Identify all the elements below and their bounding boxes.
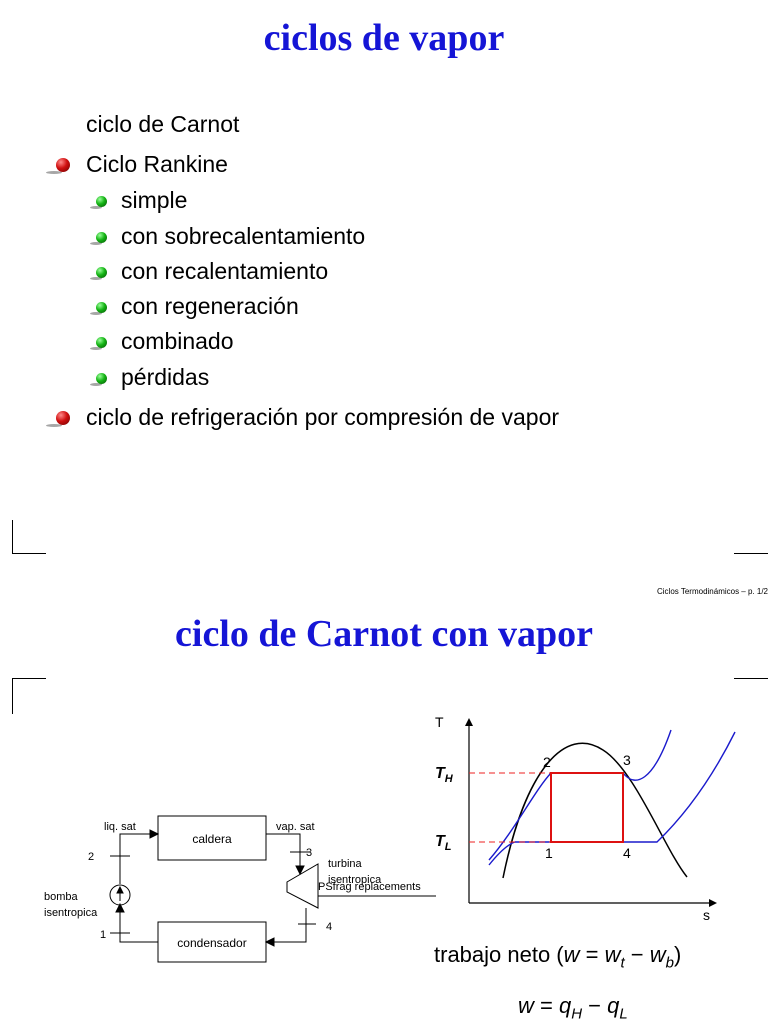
pump-sub-label: isentropica: [44, 907, 98, 919]
green-bullet-icon: [96, 232, 107, 243]
isobar-high: [488, 729, 672, 861]
ts-diagram: T s TH TL 2 3 1 4: [435, 714, 736, 923]
state-3-label: 3: [306, 847, 312, 859]
pump-label: bomba: [44, 891, 79, 903]
bullet-shadow: [46, 424, 62, 427]
state-2-label: 2: [88, 851, 94, 863]
slide1-footer: Ciclos Termodinámicos – p. 1/2: [656, 587, 768, 596]
cycle-schematic: caldera condensador liq. sat vap. sat tu…: [44, 815, 436, 963]
turbine-label: turbina: [328, 858, 363, 870]
y-axis-label: T: [435, 714, 444, 730]
bullet-shadow: [90, 312, 102, 315]
green-bullet-icon: [96, 337, 107, 348]
point-3-label: 3: [623, 752, 631, 768]
bullet-shadow: [90, 206, 102, 209]
th-label: TH: [435, 765, 454, 785]
pump-circle: [109, 884, 131, 906]
red-bullet-icon: [56, 411, 70, 425]
carnot-cycle: [550, 772, 624, 843]
list-item-text: ciclo de refrigeración por compresión de…: [86, 404, 560, 430]
point-2-label: 2: [543, 754, 551, 770]
corner-mark-left: [12, 678, 13, 714]
green-bullet-icon: [96, 196, 107, 207]
vap-sat-label: vap. sat: [276, 821, 315, 833]
green-bullet-icon: [96, 267, 107, 278]
list-item-text: ciclo de Carnot: [86, 111, 240, 137]
slide2-title: ciclo de Carnot con vapor: [175, 613, 593, 655]
turbine-shape: [286, 863, 319, 909]
boiler-label: caldera: [192, 832, 232, 846]
x-axis-label: s: [703, 907, 710, 923]
boiler-box: [157, 815, 267, 861]
turbine-sub-label: isentropica: [328, 874, 382, 886]
point-1-label: 1: [545, 845, 553, 861]
state-4-label: 4: [326, 921, 332, 933]
psfrag-label: PSfrag replacements: [318, 881, 421, 893]
state-1-label: 1: [100, 929, 106, 941]
heat-work-equation: w = qH − qL: [518, 993, 628, 1023]
list-item-text: combinado: [121, 328, 234, 354]
isobar-low: [488, 731, 736, 866]
list-item-text: con regeneración: [121, 293, 299, 319]
point-4-label: 4: [623, 845, 631, 861]
corner-mark-left: [12, 553, 46, 554]
corner-mark-left: [12, 520, 13, 553]
list-item-text: pérdidas: [121, 364, 210, 390]
bullet-shadow: [90, 383, 102, 386]
list-item-text: con recalentamiento: [121, 258, 329, 284]
net-work-equation: trabajo neto (w = wt − wb): [434, 942, 682, 972]
corner-mark-right: [734, 553, 768, 554]
slide1-title: ciclos de vapor: [263, 17, 505, 59]
green-bullet-icon: [96, 302, 107, 313]
green-bullet-icon: [96, 373, 107, 384]
corner-mark-left: [12, 678, 46, 679]
tl-label: TL: [435, 833, 452, 853]
bullet-shadow: [90, 347, 102, 350]
saturation-dome: [502, 742, 688, 879]
bullet-shadow: [46, 171, 62, 174]
bullet-shadow: [90, 242, 102, 245]
bullet-shadow: [90, 277, 102, 280]
list-item-text: Ciclo Rankine: [86, 151, 228, 177]
red-bullet-icon: [56, 158, 70, 172]
corner-mark-right: [734, 678, 768, 679]
list-item-text: con sobrecalentamiento: [121, 223, 366, 249]
list-item-text: simple: [121, 187, 188, 213]
condenser-label: condensador: [177, 936, 246, 950]
liq-sat-label: liq. sat: [104, 821, 136, 833]
